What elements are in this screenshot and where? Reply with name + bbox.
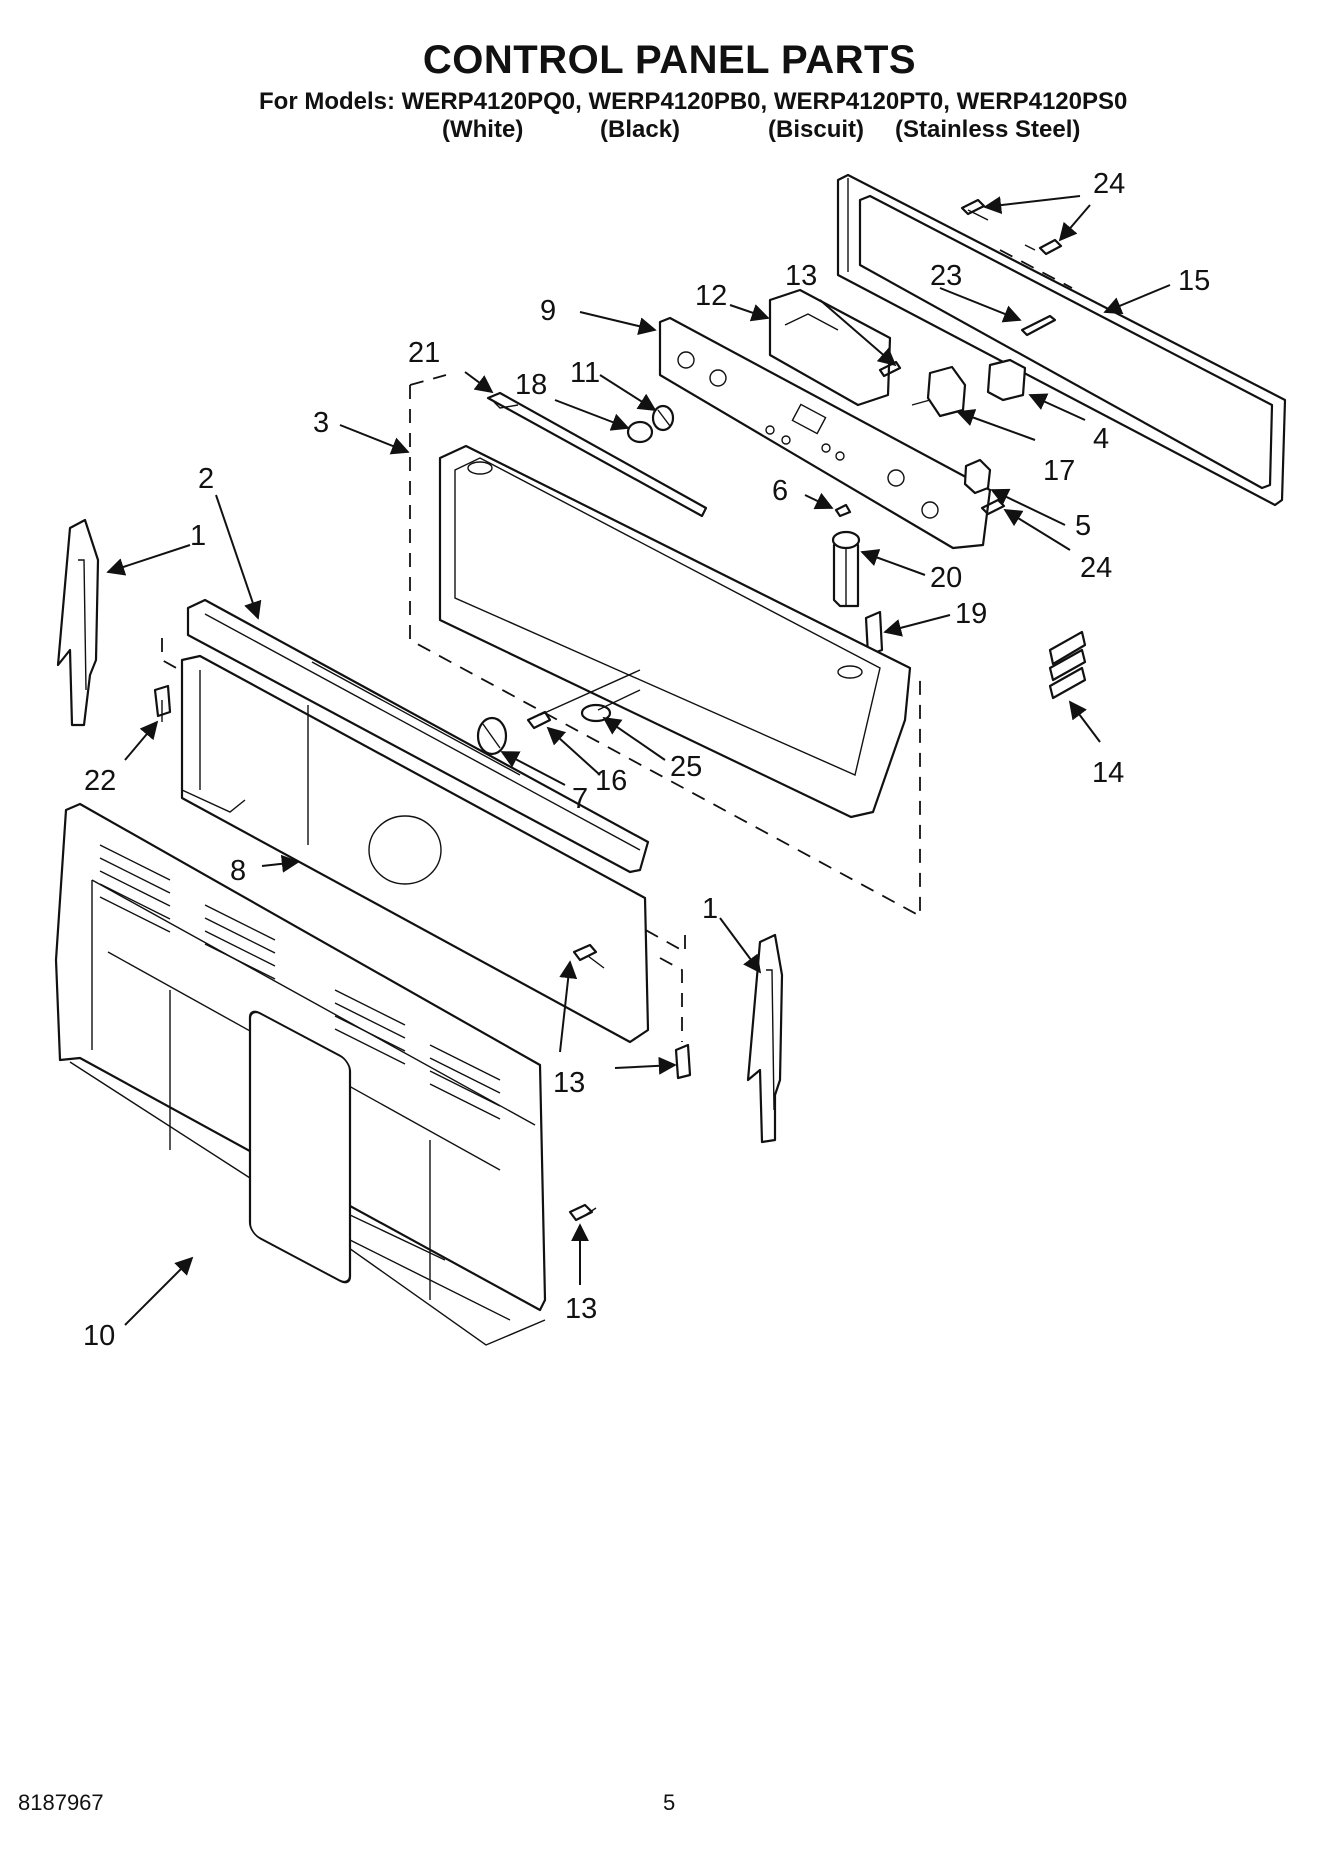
callout-17: 17 <box>1043 455 1075 487</box>
model-biscuit: WERP4120PT0, <box>773 88 950 115</box>
part-4-relay <box>986 358 1027 402</box>
part-20-sensor <box>831 530 861 608</box>
callout-15: 15 <box>1178 265 1210 297</box>
part-24-screws <box>960 198 1073 289</box>
part-3-console <box>409 374 921 918</box>
part-14-clip <box>1048 630 1087 700</box>
callout-2: 2 <box>198 463 214 495</box>
callout-18: 18 <box>515 369 547 401</box>
callout-21: 21 <box>408 337 440 369</box>
callout-22: 22 <box>84 765 116 797</box>
part-13-screw-lower-right <box>659 957 692 1080</box>
callout-8: 8 <box>230 855 246 887</box>
document-number: 8187967 <box>18 1790 104 1815</box>
part-6-screw <box>834 503 852 518</box>
callout-13-top: 13 <box>785 260 817 292</box>
part-23-clip <box>1020 314 1057 337</box>
part-11-knob <box>651 404 675 432</box>
part-18-knob <box>626 420 654 444</box>
part-21-bracket <box>486 391 708 518</box>
color-black: (Black) <box>600 116 681 143</box>
part-13-screw-mid <box>572 943 605 969</box>
part-10-back-panel <box>54 802 547 1346</box>
callout-1-right: 1 <box>702 893 718 925</box>
part-15-trim-frame <box>836 173 1287 507</box>
model-white: WERP4120PQ0, <box>401 88 582 115</box>
callout-13-mid: 13 <box>553 1067 585 1099</box>
callout-19: 19 <box>955 598 987 630</box>
part-7-knob <box>476 716 508 756</box>
callout-10: 10 <box>83 1320 115 1352</box>
page-title: CONTROL PANEL PARTS <box>422 38 917 82</box>
part-22-screw <box>153 684 172 722</box>
page-number: 5 <box>663 1790 676 1815</box>
part-2-rail <box>186 598 650 874</box>
callout-11: 11 <box>570 357 600 389</box>
part-19-sensor-tube <box>864 610 884 657</box>
part-1-endcap-left <box>56 518 100 727</box>
assembly-line-a <box>539 669 641 716</box>
model-black: WERP4120PB0, <box>588 88 768 115</box>
color-biscuit: (Biscuit) <box>768 116 864 143</box>
part-17-switch <box>911 365 967 418</box>
callout-20: 20 <box>930 562 962 594</box>
callout-labels: 24 23 15 13 12 9 21 18 11 3 4 17 2 6 5 2… <box>83 168 1210 1352</box>
part-1-endcap-right <box>746 933 784 1144</box>
model-stainless: WERP4120PS0 <box>956 88 1128 115</box>
models-prefix: For Models: <box>259 88 395 115</box>
assembly-line-b <box>597 689 641 711</box>
callout-9: 9 <box>540 295 556 327</box>
callout-24-right: 24 <box>1080 552 1112 584</box>
part-12-module <box>768 288 892 407</box>
part-16-screw <box>526 710 552 730</box>
part-9-control-panel <box>658 316 992 550</box>
callout-7: 7 <box>572 783 588 815</box>
part-13-screw-bottom <box>568 1203 597 1222</box>
part-8-cover <box>161 638 686 1044</box>
models-line: For Models: WERP4120PQ0, WERP4120PB0, WE… <box>259 88 1127 116</box>
color-stainless: (Stainless Steel) <box>895 116 1081 143</box>
color-white: (White) <box>442 116 524 143</box>
part-5-component <box>963 458 992 495</box>
callout-14: 14 <box>1092 757 1124 789</box>
callout-6: 6 <box>772 475 788 507</box>
callout-1-left: 1 <box>190 520 206 552</box>
callout-4: 4 <box>1093 423 1109 455</box>
callout-16: 16 <box>595 765 627 797</box>
callout-3: 3 <box>313 407 329 439</box>
callout-24-top: 24 <box>1093 168 1125 200</box>
callout-25: 25 <box>670 751 702 783</box>
callout-23: 23 <box>930 260 962 292</box>
callout-5: 5 <box>1075 510 1091 542</box>
leader-lines <box>106 195 1171 1326</box>
callout-13-bottom: 13 <box>565 1293 597 1325</box>
callout-12: 12 <box>695 280 727 312</box>
